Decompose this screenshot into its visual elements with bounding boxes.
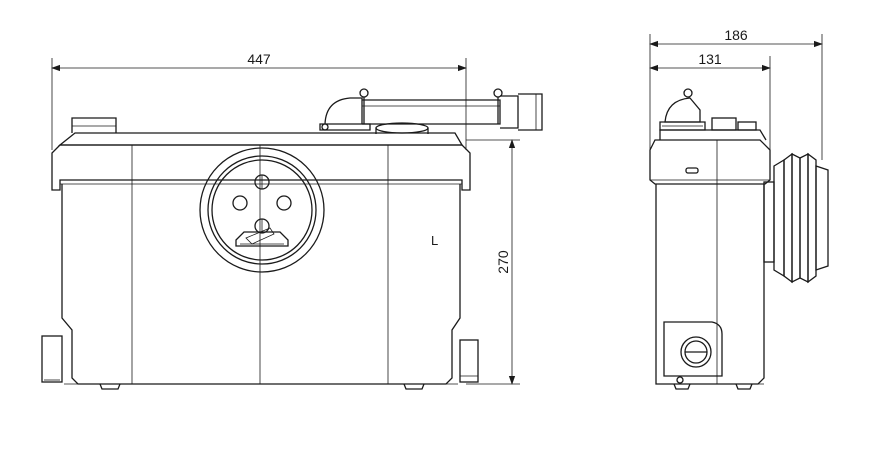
bellows-connector bbox=[763, 152, 829, 284]
discharge-elbow bbox=[324, 97, 363, 125]
corner-symbol: L bbox=[431, 233, 438, 248]
dim-label-height: 270 bbox=[495, 250, 511, 274]
front-tank-body bbox=[61, 184, 461, 385]
front-view: L 447 270 bbox=[41, 51, 543, 390]
dim-label-width: 447 bbox=[247, 51, 271, 67]
front-lid bbox=[51, 144, 471, 191]
discharge-pipe bbox=[362, 99, 501, 125]
dim-label-side-total: 186 bbox=[724, 27, 748, 43]
service-hatch-outer bbox=[199, 147, 325, 273]
side-view: 186 131 bbox=[649, 27, 829, 390]
dim-label-side-body: 131 bbox=[698, 51, 722, 67]
side-tank-body bbox=[655, 184, 765, 385]
